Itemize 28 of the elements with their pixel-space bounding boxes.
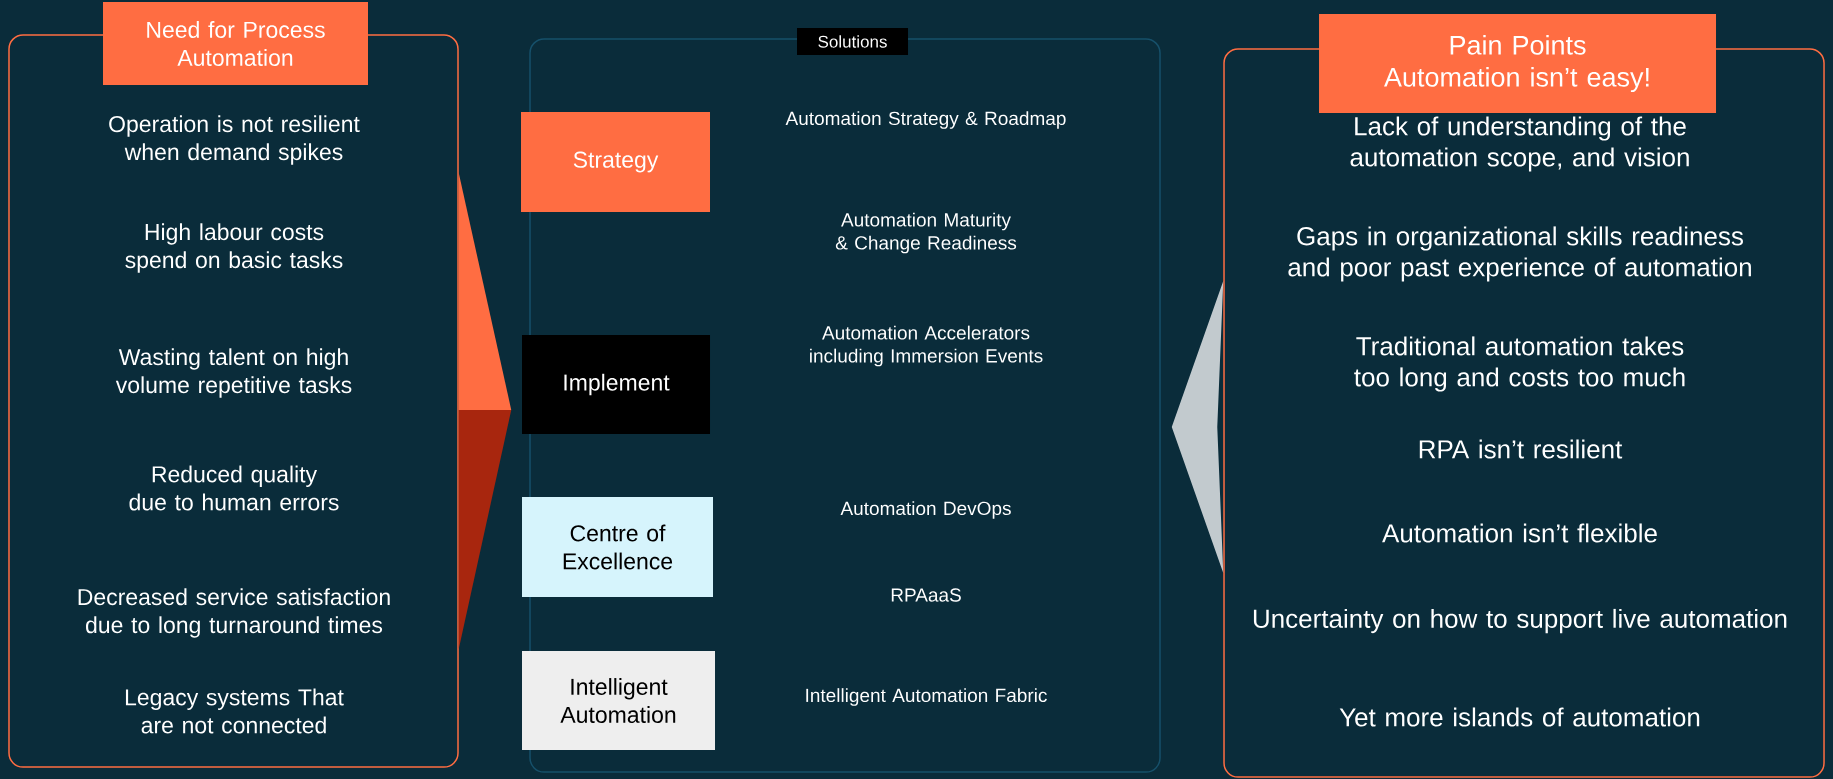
chevron-arrow [1171,281,1224,573]
item-text: Automation Maturity & Change Readiness [835,212,1017,254]
solution-box: Strategy [521,112,710,212]
item-text: RPAaaS [891,588,961,602]
item-text: RPA isn’t resilient [1419,439,1623,459]
item-text: Intelligent Automation Fabric [806,688,1047,706]
item-text: Uncertainty on how to support live automation [1253,608,1787,634]
header-label: Solutions [797,28,908,55]
item-text: Operation is not resilient when demand spikes [109,115,360,165]
item-text: Legacy systems That are not connected [125,688,344,734]
item-text: Automation DevOps [840,501,1011,519]
item-text: Traditional automation takes too long and costs too much [1354,336,1685,392]
chevron-arrow [458,173,512,649]
item-text: Automation isn’t flexible [1382,523,1657,543]
item-text: Lack of understanding of the automation scope, and vision [1350,116,1689,172]
item-text: Gaps in organizational skills readiness and poor past experience of automation [1288,226,1751,282]
header-label: Need for Process Automation [103,2,368,85]
item-text: Automation Accelerators including Immersion Events [810,325,1043,367]
item-text: Reduced quality due to human errors [129,465,339,511]
item-text: Decreased service satisfaction due to long turnaround times [78,588,390,638]
item-text: High labour costs spend on basic tasks [125,223,343,273]
item-text: Wasting talent on high volume repetitive tasks [115,348,352,398]
item-text: Yet more islands of automation [1339,707,1700,727]
header-label: Pain Points Automation isn’t easy! [1319,14,1716,113]
solution-box: Implement [522,335,710,434]
solution-box: Centre of Excellence [522,497,713,597]
item-text: Automation Strategy & Roadmap [785,111,1066,129]
solution-box: Intelligent Automation [522,651,715,750]
